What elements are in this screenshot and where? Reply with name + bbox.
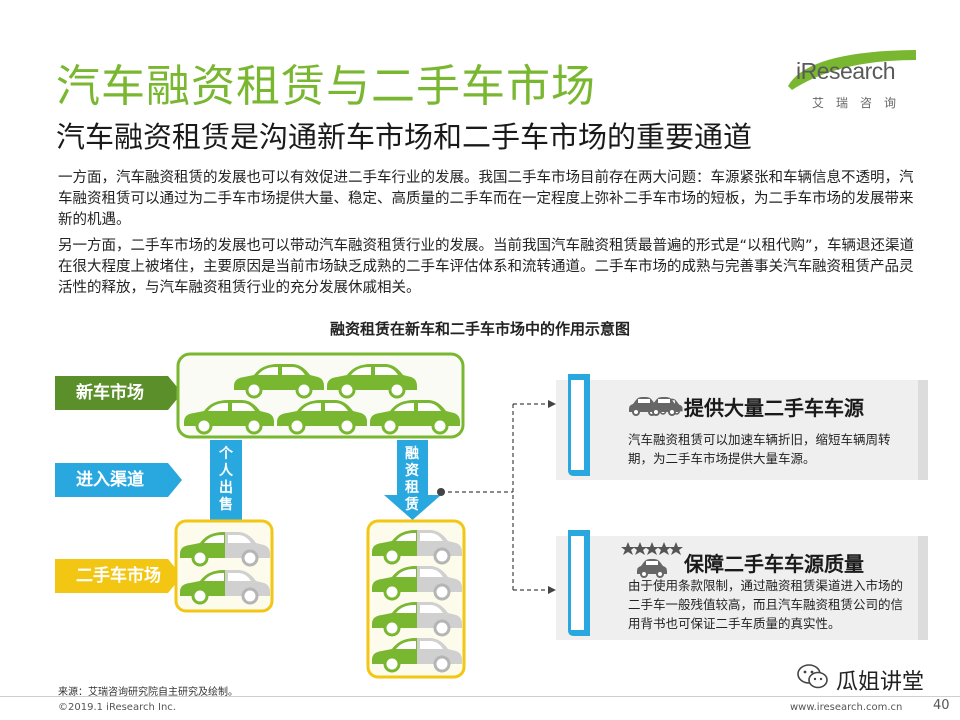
arrow-label-personal-sale: 个人出售 xyxy=(219,446,233,513)
card1-desc: 汽车融资租赁可以加速车辆折旧，缩短车辆周转期，为二手车市场提供大量车源。 xyxy=(628,432,891,466)
paragraph-1: 一方面，汽车融资租赁的发展也可以有效促进二手车行业的发展。我国二手车市场目前存在… xyxy=(58,170,914,228)
iresearch-logo xyxy=(788,50,916,90)
copyright: ©2019.1 iResearch Inc. xyxy=(58,702,176,713)
diagram-title: 融资租赁在新车和二手车市场中的作用示意图 xyxy=(329,320,630,338)
wechat-icon xyxy=(797,664,828,689)
logo-subtext: 艾瑞咨询 xyxy=(812,96,909,110)
paragraph-2: 另一方面，二手车市场的发展也可以带动汽车融资租赁行业的发展。当前我国汽车融资租赁… xyxy=(58,238,915,296)
website-link[interactable]: www.iresearch.com.cn xyxy=(790,702,903,713)
logo-text: iResearch xyxy=(796,58,896,84)
source-note: 来源：艾瑞咨询研究院自主研究及绘制。 xyxy=(58,687,238,698)
card2-desc: 由于使用条款限制，通过融资租赁渠道进入市场的二手车一般残值较高，而且汽车融资租赁… xyxy=(628,578,904,631)
card2-title: 保障二手车车源质量 xyxy=(684,552,864,576)
label-new-car-market: 新车市场 xyxy=(76,383,144,403)
arrow-label-financial-leasing: 融资租赁 xyxy=(405,446,419,513)
footer-divider xyxy=(0,696,960,697)
label-entry-channel: 进入渠道 xyxy=(76,470,144,490)
page-number: 40 xyxy=(933,698,950,713)
watermark-text: 瓜姐讲堂 xyxy=(836,670,925,695)
card1-title: 提供大量二手车车源 xyxy=(684,396,864,420)
page-subtitle: 汽车融资租赁是沟通新车市场和二手车市场的重要通道 xyxy=(56,120,753,154)
label-used-car-market: 二手车市场 xyxy=(76,566,161,586)
page-title: 汽车融资租赁与二手车市场 xyxy=(56,61,596,112)
